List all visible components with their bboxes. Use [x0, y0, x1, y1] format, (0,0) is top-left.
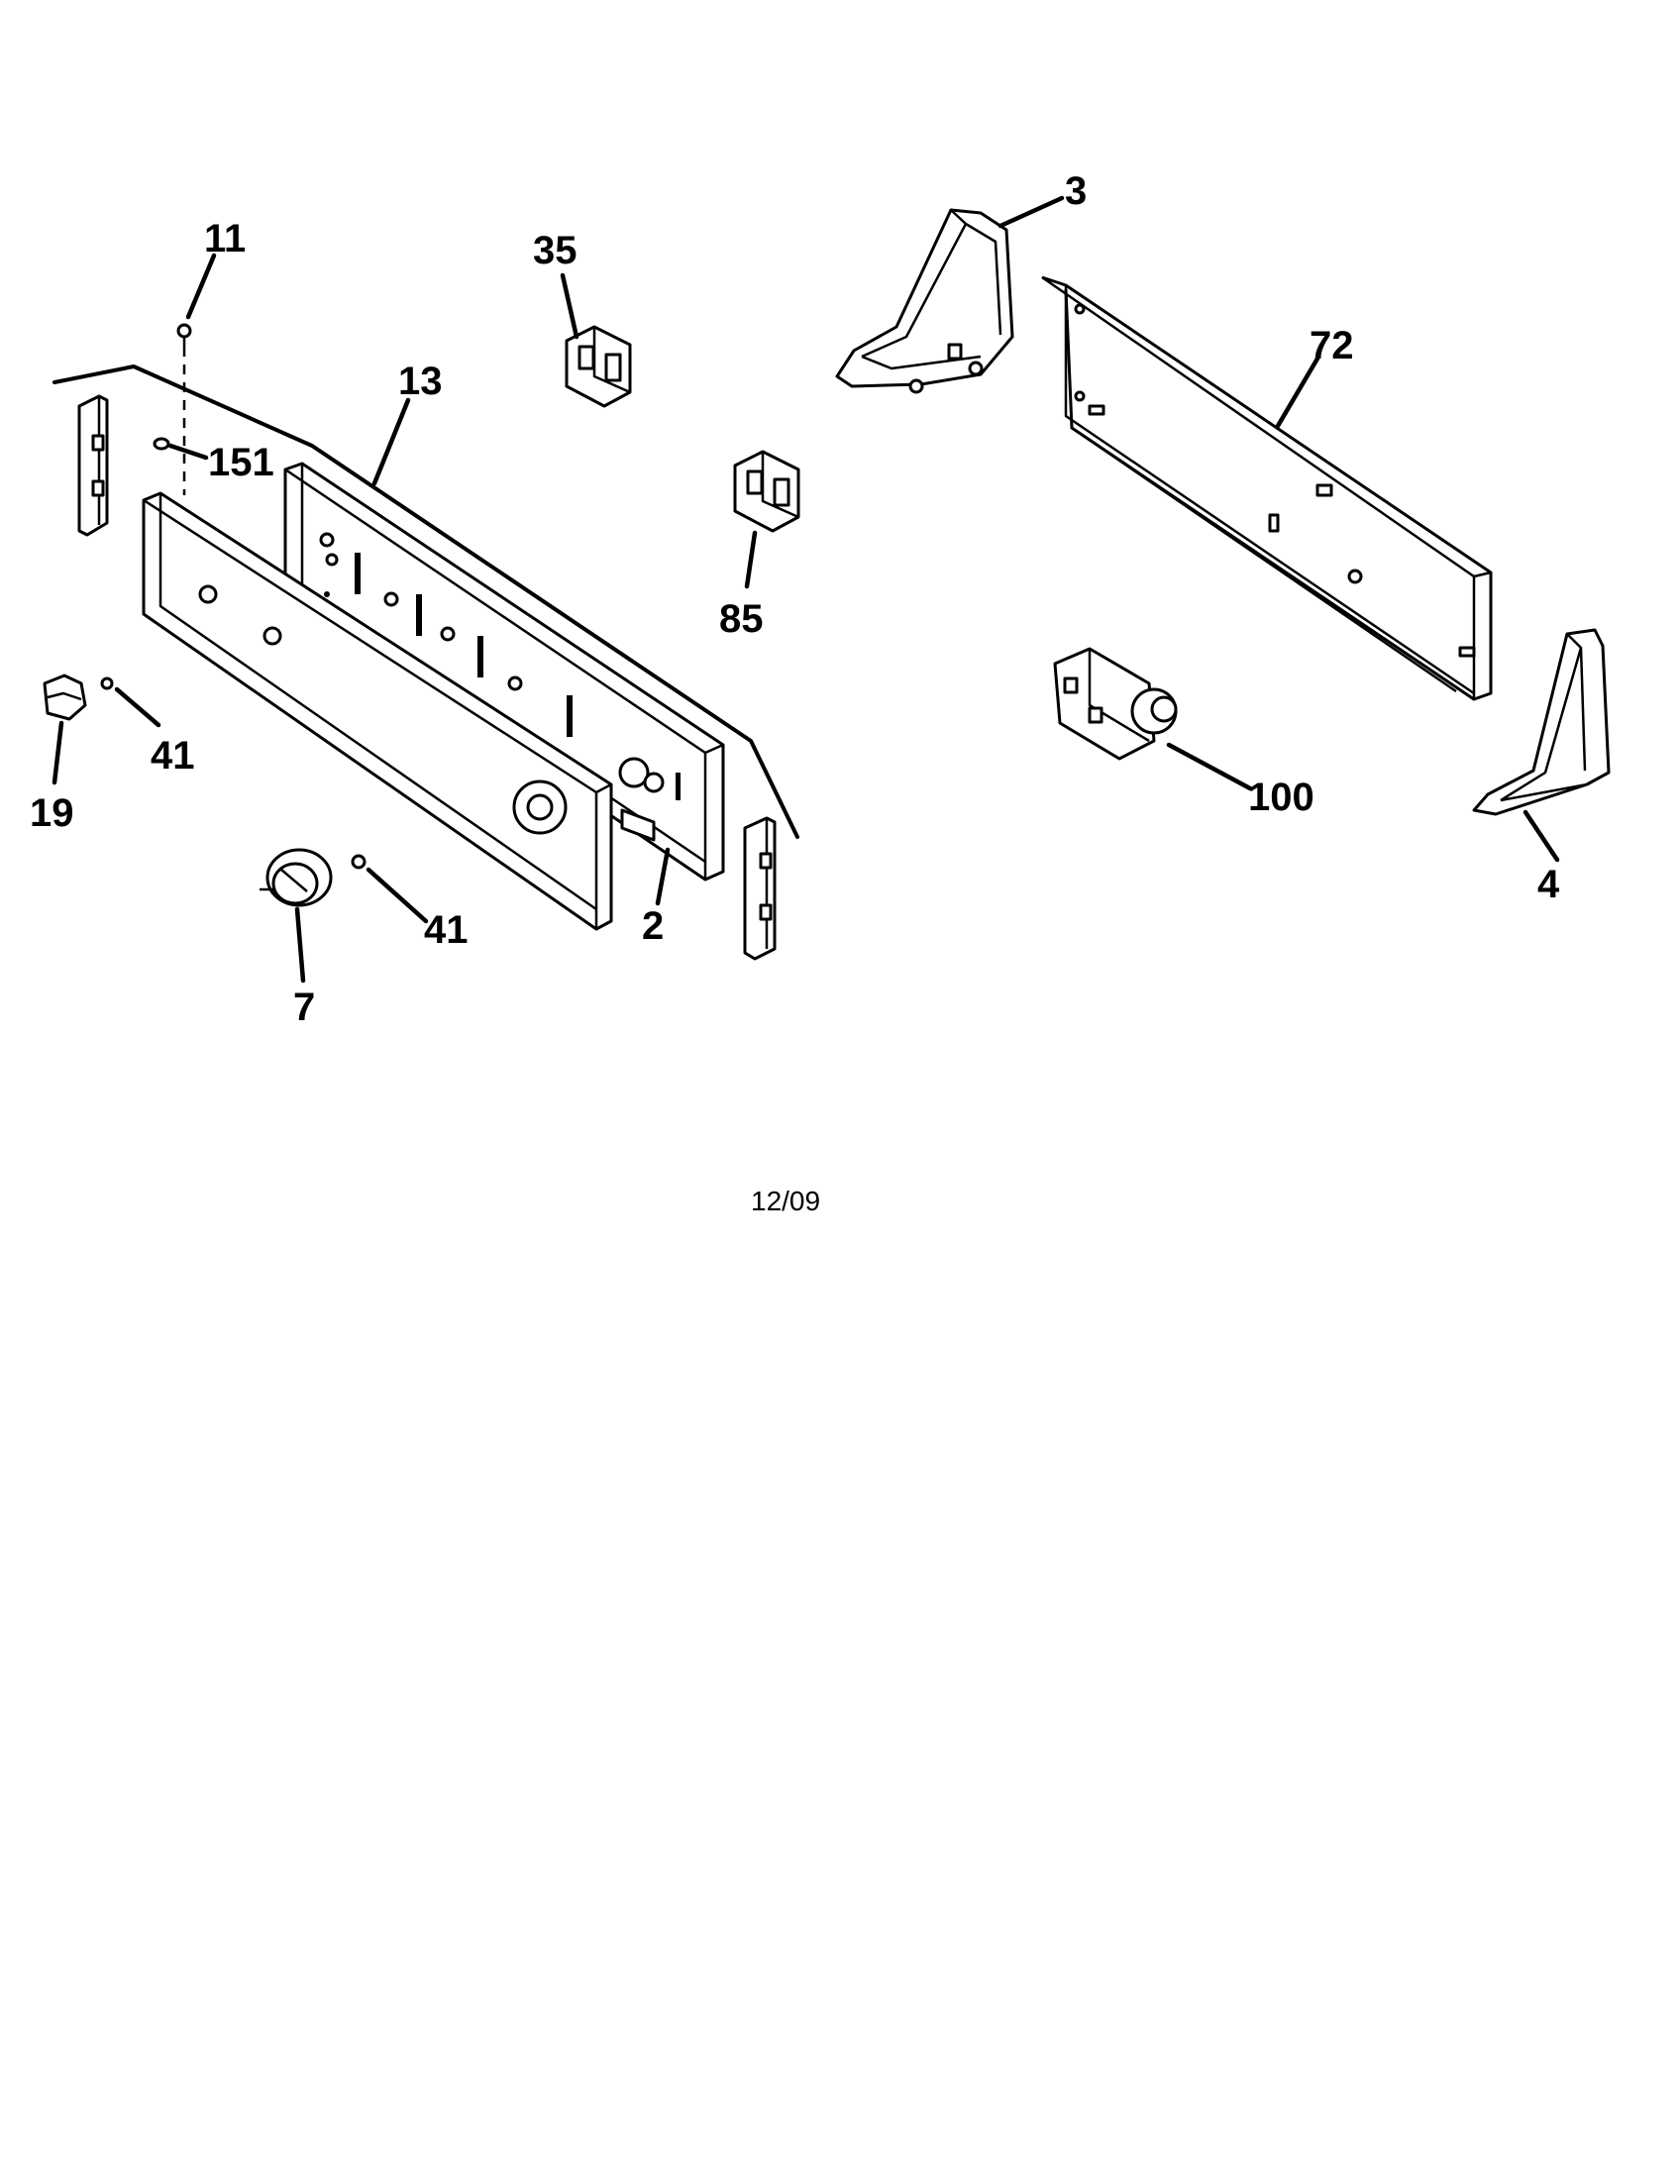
callout-2: 2: [642, 904, 664, 948]
callout-labels: 11 35 3 72 13 151 85 41 19 100 4 2 41 7: [30, 169, 1560, 1029]
leader-41-upper: [114, 686, 161, 728]
callout-13: 13: [398, 360, 443, 403]
part-41-clip-upper: [100, 676, 114, 690]
leader-41-lower: [366, 867, 429, 924]
left-end-cap: [77, 394, 109, 537]
revision-date: 12/09: [751, 1186, 820, 1216]
right-end-cap: [743, 816, 777, 961]
leader-72: [1275, 356, 1320, 429]
console-top-outline: [52, 364, 799, 839]
leader-151: [167, 443, 209, 461]
callout-7: 7: [293, 986, 315, 1029]
part-11-screw: [176, 323, 192, 495]
callout-151: 151: [208, 441, 274, 484]
part-3-left-support: [835, 208, 1014, 394]
part-100-timer: [1053, 647, 1178, 761]
callout-100: 100: [1248, 776, 1314, 819]
part-7-knob: [260, 848, 333, 907]
callout-11: 11: [204, 217, 246, 260]
leader-4: [1522, 809, 1560, 863]
leader-2: [655, 847, 671, 906]
part-19-knob: [43, 674, 87, 721]
leader-100: [1166, 742, 1253, 791]
console-front-panel: [142, 491, 613, 931]
leader-3: [998, 195, 1065, 229]
leader-11: [185, 253, 217, 320]
callout-41-upper: 41: [151, 734, 195, 778]
callout-35: 35: [533, 229, 578, 272]
leader-19: [52, 720, 64, 785]
part-2-tab: [620, 808, 656, 842]
callout-4: 4: [1537, 863, 1560, 906]
leader-7: [294, 906, 306, 984]
callout-3: 3: [1065, 169, 1087, 213]
leader-lines: [52, 195, 1560, 984]
leader-85: [744, 530, 758, 589]
leader-13: [371, 397, 411, 486]
part-35-switch: [565, 325, 632, 408]
part-85-switch: [733, 450, 800, 533]
callout-72: 72: [1310, 324, 1354, 367]
bracket-slots: [319, 532, 681, 800]
part-151-clip: [153, 437, 170, 451]
part-41-clip-lower: [351, 854, 367, 870]
part-72-back-panel: [1041, 275, 1493, 701]
leader-35: [560, 272, 579, 340]
callout-85: 85: [719, 597, 764, 641]
callout-19: 19: [30, 791, 74, 835]
part-4-right-support: [1472, 628, 1611, 816]
callout-41-lower: 41: [424, 908, 469, 952]
